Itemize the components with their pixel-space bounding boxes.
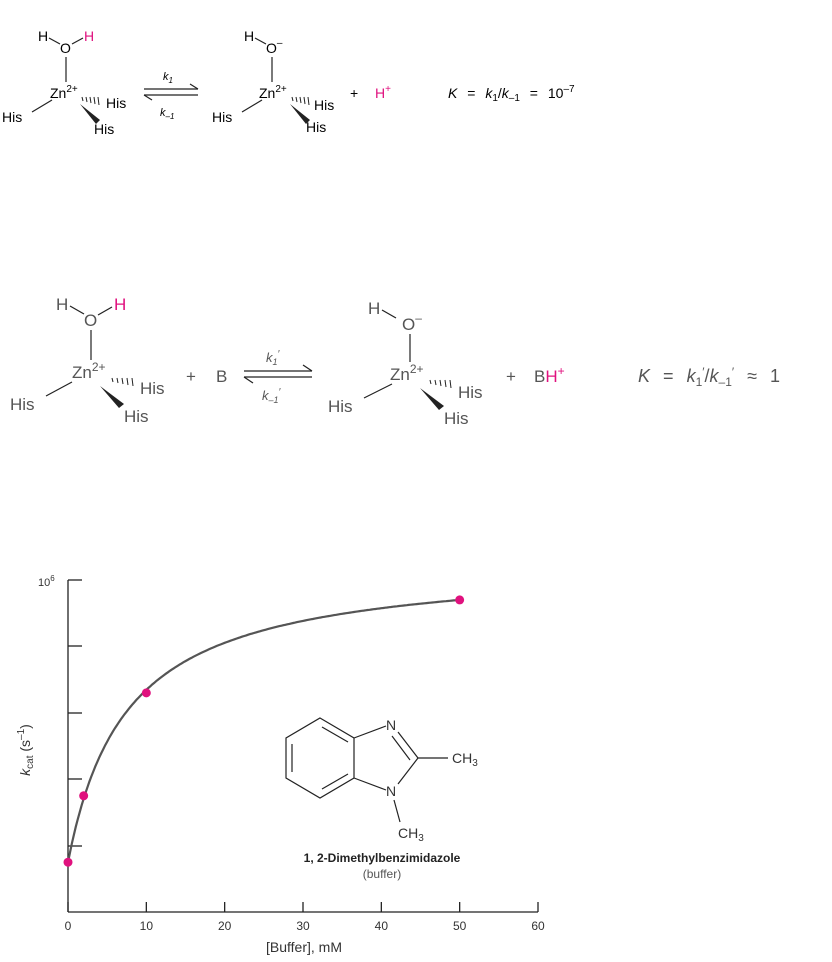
protonated-base-label: BH+ [534,364,565,386]
base-label: B [216,367,227,386]
histidine-label: His [212,109,232,125]
histidine-label: His [314,97,334,113]
histidine-label: His [10,395,35,414]
x-tick-label: 40 [375,919,389,933]
equilibrium-constant-equation: K = k1′/k–1′ ≈ 1 [638,360,780,389]
zn-water-complex: H O H Zn2+ His His His [10,295,165,426]
histidine-label: His [124,407,149,426]
data-point [64,858,73,867]
zn-hydroxide-complex: H O– Zn2+ His His His [328,299,483,428]
compound-name: 1, 2-Dimethylbenzimidazole [304,851,461,865]
reaction-scheme-buffer-proton-transfer: H O H Zn2+ His His His + B k1′ k–1′ H O–… [0,270,832,440]
equilibrium-arrows: k1′ k–1′ [244,349,312,405]
histidine-label: His [444,409,469,428]
acidic-hydrogen-label: H [84,28,94,44]
histidine-label: His [458,383,483,402]
oxygen-label: O– [402,311,422,334]
plus-sign: + [506,367,516,386]
rate-constant-reverse: k–1 [160,107,174,121]
nitrogen-label: N [386,783,396,799]
histidine-label: His [140,379,165,398]
dimethylbenzimidazole-structure: N N CH3 CH3 1, 2-Dimethylbenzimidazole (… [286,717,478,881]
x-tick-label: 20 [218,919,232,933]
x-ticks: 0 10 20 30 40 50 60 [65,902,545,933]
zinc-label: Zn2+ [50,84,78,101]
equilibrium-constant-equation: K = k1/k–1 = 10–7 [448,84,575,104]
oxygen-label: O– [266,38,283,56]
plus-sign: + [186,367,196,386]
y-top-tick-label: 106 [38,574,55,589]
x-tick-label: 10 [140,919,154,933]
data-point [455,595,464,604]
x-tick-label: 30 [296,919,310,933]
x-tick-label: 50 [453,919,467,933]
zn-hydroxide-complex: H O– Zn2+ His His His [212,28,334,135]
reaction-scheme-water-ionization: H O H Zn2+ His His His k1 k–1 H O– Zn2+ … [0,0,832,160]
histidine-label: His [328,397,353,416]
kcat-vs-buffer-chart: 106 0 10 20 30 40 50 60 [Buffer], mM kcat (s–1… [0,560,832,962]
x-tick-label: 0 [65,919,72,933]
data-point [142,688,151,697]
methyl-label: CH3 [452,750,478,769]
plus-sign: + [350,85,358,101]
zinc-label: Zn2+ [390,362,424,384]
hydrogen-label: H [368,299,380,318]
x-axis-label: [Buffer], mM [266,939,342,955]
saturation-curve [68,600,460,862]
hydrogen-label: H [244,28,254,44]
oxygen-label: O [84,311,97,330]
histidine-label: His [2,109,22,125]
hydrogen-label: H [38,28,48,44]
y-axis-label: kcat (s–1) [16,724,36,776]
compound-note: (buffer) [363,867,401,881]
y-ticks [68,580,82,846]
histidine-label: His [306,119,326,135]
rate-constant-forward: k1′ [266,349,281,367]
rate-constant-forward: k1 [163,71,173,85]
x-tick-label: 60 [531,919,545,933]
zn-water-complex: H O H Zn2+ His His His [2,28,126,137]
equilibrium-arrows: k1 k–1 [144,71,198,121]
zinc-label: Zn2+ [259,84,287,101]
histidine-label: His [106,95,126,111]
oxygen-label: O [60,40,71,56]
methyl-label: CH3 [398,825,424,844]
proton-label: H+ [375,84,391,101]
hydrogen-label: H [56,295,68,314]
rate-constant-reverse: k–1′ [262,387,282,405]
zinc-label: Zn2+ [72,360,106,382]
acidic-hydrogen-label: H [114,295,126,314]
data-point [79,791,88,800]
nitrogen-label: N [386,717,396,733]
histidine-label: His [94,121,114,137]
